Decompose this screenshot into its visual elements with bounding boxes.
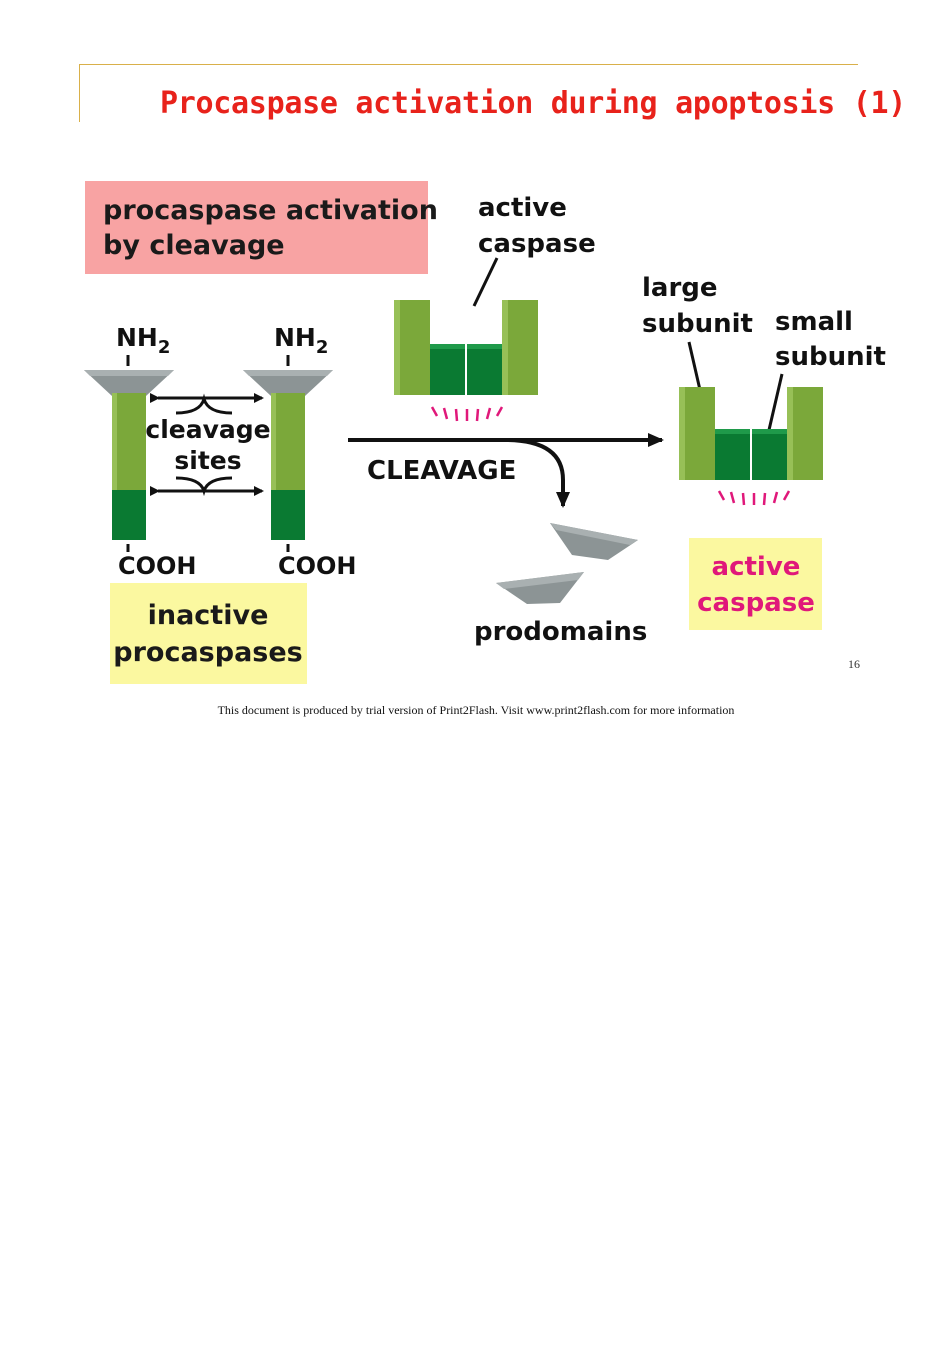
cleavage-sites-line1: cleavage [145, 415, 270, 444]
active-caspase-top [394, 300, 538, 395]
page-number: 16 [848, 657, 860, 671]
small-subunit-right [271, 490, 305, 540]
procaspase-left: NH2 COOH [84, 323, 197, 580]
active-caspase-top-line2: caspase [478, 229, 596, 259]
prodomain-release-arrow [504, 438, 570, 508]
large-subunit-pointer [687, 341, 702, 391]
small-subunit-line2: subunit [775, 342, 886, 372]
procaspase-right: NH2 COOH [243, 323, 357, 580]
large-subunit-right [271, 393, 305, 490]
active-caspase-box-line1: active [712, 552, 801, 582]
frame-top-border [79, 64, 858, 65]
slide-title: Procaspase activation during apoptosis (… [160, 86, 906, 121]
activation-label-box [85, 181, 428, 274]
inactive-label-box [110, 583, 307, 684]
procaspase-activation-diagram: procaspase activation by cleavage NH2 CO… [84, 181, 886, 684]
nh2-left-label: NH2 [116, 323, 170, 358]
activation-label-line2: by cleavage [103, 230, 285, 261]
inactive-label-line2: procaspases [113, 637, 303, 668]
prodomain-right [243, 370, 333, 396]
cleavage-arrow-label: CLEAVAGE [367, 456, 516, 486]
active-caspase-right [679, 387, 823, 480]
inactive-label-line1: inactive [148, 600, 269, 631]
prodomain-left [84, 370, 174, 396]
small-subunit-left [112, 490, 146, 540]
cleavage-sites-line2: sites [174, 446, 241, 475]
large-subunit-line1: large [642, 273, 718, 303]
frame-left-border [79, 64, 80, 122]
prodomains-label: prodomains [474, 617, 647, 647]
activation-label-line1: procaspase activation [103, 195, 438, 226]
active-caspase-pointer [472, 257, 499, 307]
small-subunit-pointer [767, 373, 784, 431]
active-caspase-label-box [689, 538, 822, 630]
large-subunit-line2: subunit [642, 309, 753, 339]
small-subunit-line1: small [775, 307, 853, 337]
cooh-left-label: COOH [118, 552, 197, 580]
cleavage-site-arrows [150, 393, 264, 497]
large-subunit-left [112, 393, 146, 490]
active-caspase-box-line2: caspase [697, 588, 815, 618]
activity-rays-right [717, 490, 791, 506]
footer-notice: This document is produced by trial versi… [217, 703, 735, 717]
nh2-right-label: NH2 [274, 323, 328, 358]
cooh-right-label: COOH [278, 552, 357, 580]
activity-rays-top [430, 406, 504, 422]
active-caspase-top-line1: active [478, 193, 567, 223]
